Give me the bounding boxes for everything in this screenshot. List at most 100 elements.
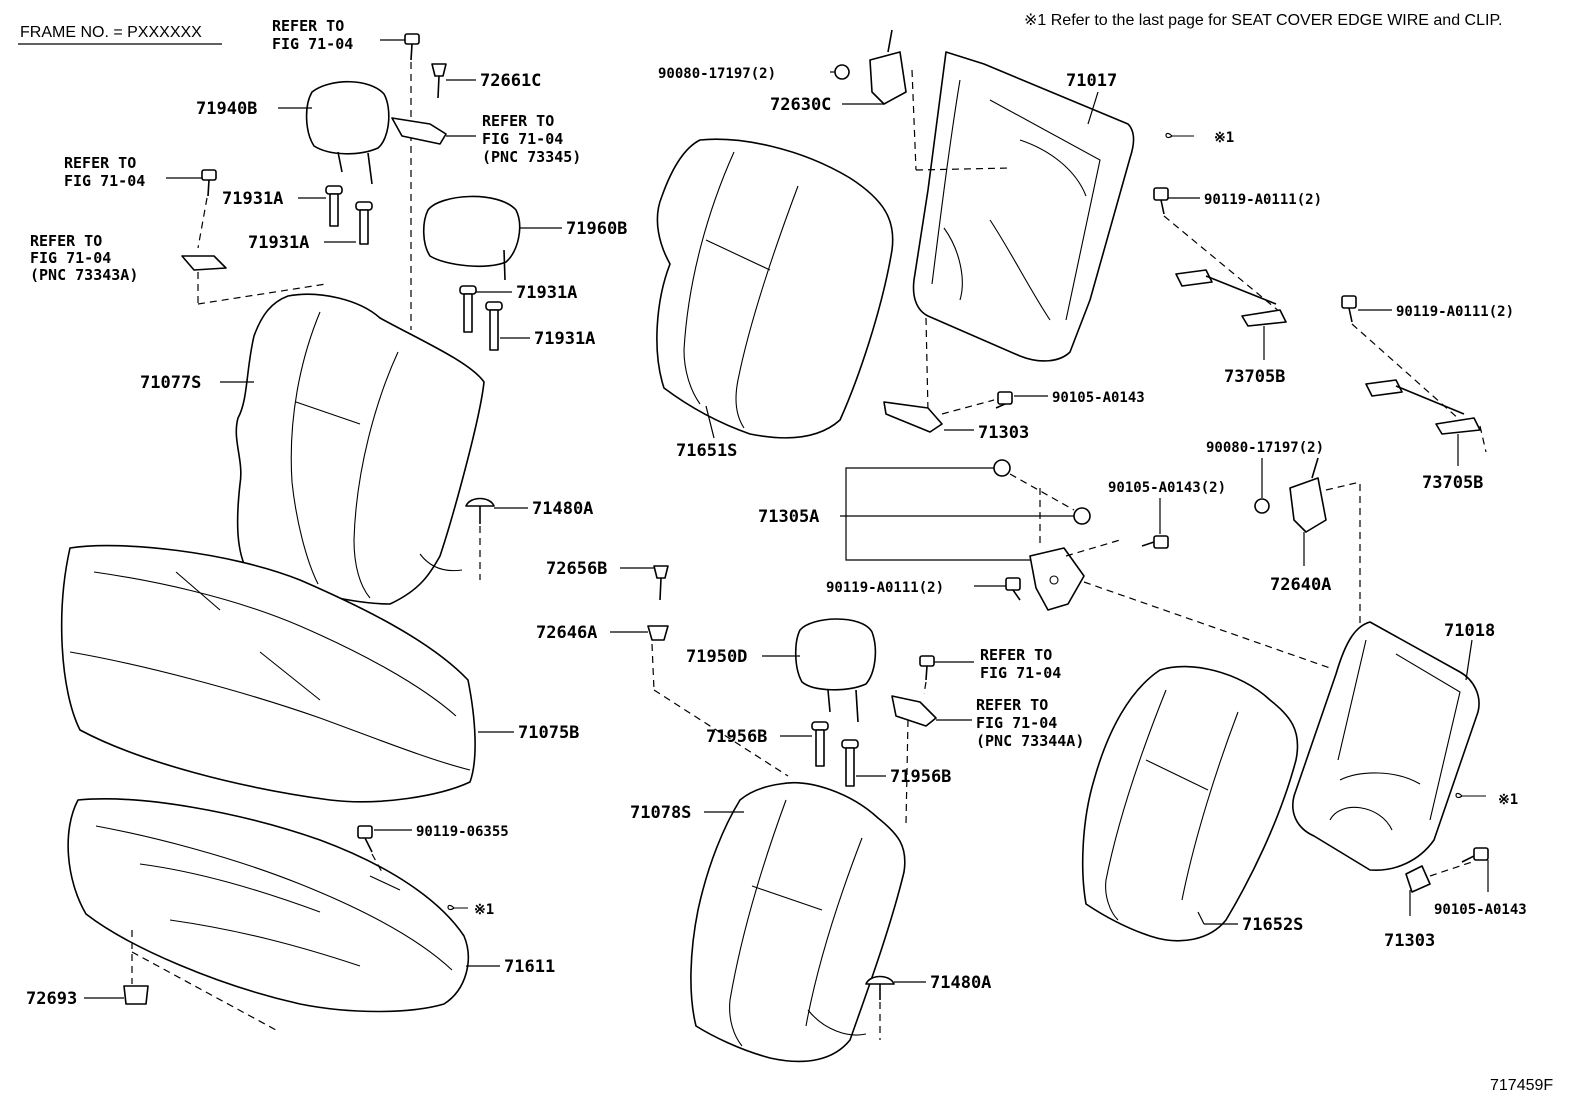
dash-72693-bottom xyxy=(131,951,277,1031)
seatback-71078S[interactable] xyxy=(690,782,906,1063)
ref-5-line1: REFER TO xyxy=(980,646,1052,664)
figure-id: 717459F xyxy=(1490,1077,1553,1094)
dash-frame-top xyxy=(915,167,1011,171)
pin-72661C[interactable] xyxy=(431,63,447,99)
screw-left[interactable] xyxy=(201,169,217,197)
guide-71931A-2[interactable] xyxy=(355,201,373,245)
nut-90080-2[interactable] xyxy=(1254,498,1270,514)
ref-4-line2: FIG 71-04 xyxy=(30,249,111,267)
note-3: ※1 xyxy=(1498,792,1518,808)
bracket-71303-1[interactable] xyxy=(883,401,943,433)
ref-2-line3: (PNC 73345) xyxy=(482,148,581,166)
label-73705B-2: 73705B xyxy=(1422,473,1483,493)
bolt-90105-A0143-2[interactable] xyxy=(1141,535,1169,549)
nut-90080-1[interactable] xyxy=(834,64,850,80)
bolt-90119-A0111-1[interactable] xyxy=(1153,187,1169,215)
ref-5-line2: FIG 71-04 xyxy=(980,664,1061,682)
ref-2-line2: FIG 71-04 xyxy=(482,130,563,148)
label-73705B-1: 73705B xyxy=(1224,367,1285,387)
washer-71305A-2[interactable] xyxy=(1073,507,1091,525)
label-71303-2: 71303 xyxy=(1384,931,1435,951)
dash-90119-A0111-1 xyxy=(1163,215,1281,313)
washer-71305A-1[interactable] xyxy=(993,459,1011,477)
seatback-frame-71018[interactable] xyxy=(1292,621,1480,871)
label-90105-A0143-2: 90105-A0143(2) xyxy=(1108,480,1226,496)
bolt-90105-A0143-3[interactable] xyxy=(1461,847,1489,863)
leader-71017 xyxy=(1087,91,1099,125)
seatback-cover-71651S[interactable] xyxy=(656,138,894,439)
ref-6-line2: FIG 71-04 xyxy=(976,714,1057,732)
guide-71931A-1[interactable] xyxy=(325,185,343,227)
ref-3-line2: FIG 71-04 xyxy=(64,172,145,190)
lock-72640A[interactable] xyxy=(1289,457,1327,533)
label-71611: 71611 xyxy=(504,957,555,977)
pin-72656B[interactable] xyxy=(653,565,669,601)
label-90105-A0143-3: 90105-A0143 xyxy=(1434,902,1527,918)
ref-1-line1: REFER TO xyxy=(272,17,344,35)
bolt-90105-A0143-1[interactable] xyxy=(995,391,1013,409)
ref-1-line2: FIG 71-04 xyxy=(272,35,353,53)
screw-73344A[interactable] xyxy=(919,655,935,681)
label-71940B: 71940B xyxy=(196,99,257,119)
dash-90119-06355 xyxy=(371,853,383,873)
bracket-71303-2[interactable] xyxy=(1405,865,1431,893)
label-90080-17197-2: 90080-17197(2) xyxy=(1206,440,1324,456)
dash-71305A xyxy=(1009,473,1075,511)
leader-71651S xyxy=(705,405,715,439)
label-71931A-3: 71931A xyxy=(516,283,577,303)
label-71931A-2: 71931A xyxy=(248,233,309,253)
clip-72646A[interactable] xyxy=(647,625,669,641)
lock-72630C[interactable] xyxy=(869,29,907,105)
ref-3-line1: REFER TO xyxy=(64,154,136,172)
cushion-cover-71075B[interactable] xyxy=(60,544,476,803)
frame-number: FRAME NO. = PXXXXXX xyxy=(20,24,202,41)
edge-wire-icon-3 xyxy=(1455,792,1486,798)
seatback-71077S[interactable] xyxy=(235,293,485,605)
bolt-top[interactable] xyxy=(404,33,420,61)
hinge-73705B-2[interactable] xyxy=(1365,379,1481,435)
guide-71931A-3[interactable] xyxy=(459,285,477,333)
dash-73344A xyxy=(905,719,909,825)
clip-72693[interactable] xyxy=(123,985,149,1005)
bolt-90119-06355[interactable] xyxy=(357,825,373,853)
clip-71480A-1[interactable] xyxy=(465,497,495,525)
header-note: ※1 Refer to the last page for SEAT COVER… xyxy=(1024,12,1503,29)
ref-2-line1: REFER TO xyxy=(482,112,554,130)
dash-71303-1 xyxy=(925,317,929,413)
dash-71303-2 xyxy=(1429,861,1473,877)
seatback-frame-71017[interactable] xyxy=(912,51,1135,362)
bracket-73343A[interactable] xyxy=(181,255,227,271)
headrest-71960B[interactable] xyxy=(422,195,521,281)
headrest-71940B[interactable] xyxy=(305,80,390,185)
seatback-cover-71652S[interactable] xyxy=(1081,665,1299,942)
seat-cushion-71611[interactable] xyxy=(67,798,470,1013)
label-72640A: 72640A xyxy=(1270,575,1331,595)
edge-wire-icon-1 xyxy=(447,904,468,910)
dash-72646A xyxy=(651,643,655,691)
bracket-73345[interactable] xyxy=(391,117,447,145)
dash-hinge-bolt xyxy=(1065,539,1121,557)
guide-71956B-1[interactable] xyxy=(811,721,829,767)
label-71017: 71017 xyxy=(1066,71,1117,91)
label-71077S: 71077S xyxy=(140,373,201,393)
bolt-90119-A0111-2[interactable] xyxy=(1341,295,1357,323)
bolt-90119-A0111-3[interactable] xyxy=(1005,577,1021,601)
label-90119-06355: 90119-06355 xyxy=(416,824,509,840)
label-90080-17197-1: 90080-17197(2) xyxy=(658,66,776,82)
headrest-71950D[interactable] xyxy=(794,618,877,723)
guide-71956B-2[interactable] xyxy=(841,739,859,787)
label-71960B: 71960B xyxy=(566,219,627,239)
guide-71931A-4[interactable] xyxy=(485,301,503,351)
label-71652S: 71652S xyxy=(1242,915,1303,935)
dash-71303-bolt xyxy=(941,399,995,415)
label-71303-1: 71303 xyxy=(978,423,1029,443)
hinge-assembly-center[interactable] xyxy=(1029,547,1085,611)
dash-72646A-diag xyxy=(653,689,789,777)
hinge-73705B-1[interactable] xyxy=(1175,269,1287,327)
label-71075B: 71075B xyxy=(518,723,579,743)
label-71651S: 71651S xyxy=(676,441,737,461)
bracket-73344A[interactable] xyxy=(891,695,937,727)
ref-4-line1: REFER TO xyxy=(30,232,102,250)
clip-71480A-2[interactable] xyxy=(865,975,895,1001)
leader-71652S xyxy=(1197,911,1205,925)
